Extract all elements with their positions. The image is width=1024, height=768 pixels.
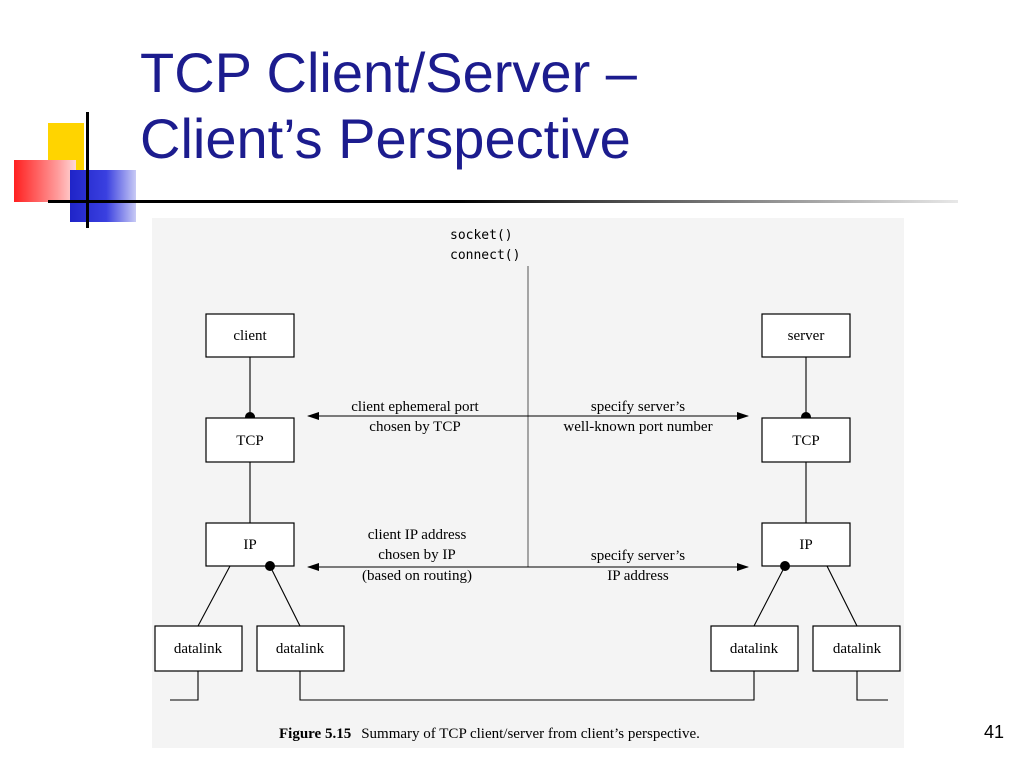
server-datalink-box-2 bbox=[812, 625, 901, 672]
server-datalink-label-1: datalink bbox=[730, 641, 779, 657]
server-ip-to-datalink2-line bbox=[826, 565, 858, 627]
figure-5-15: socket() connect() client TCP IP datalin… bbox=[152, 218, 904, 748]
slide-title: TCP Client/Server – Client’s Perspective bbox=[140, 40, 637, 172]
title-underline bbox=[48, 200, 958, 203]
decor-vertical-line bbox=[86, 112, 89, 228]
slide-title-line-1: TCP Client/Server – bbox=[140, 41, 637, 104]
server-ip-label-1: specify server’s bbox=[591, 548, 685, 564]
server-ip-label-2: IP address bbox=[607, 568, 669, 584]
client-ip-label-2: chosen by IP bbox=[378, 547, 456, 563]
figure-caption-label: Figure 5.15 bbox=[279, 726, 351, 742]
slide-page-number: 41 bbox=[983, 722, 1004, 742]
client-datalink-label-1: datalink bbox=[174, 641, 223, 657]
client-box bbox=[205, 313, 295, 358]
decor-blue-square bbox=[70, 170, 136, 222]
network-wire bbox=[299, 671, 755, 701]
server-box-label: server bbox=[788, 328, 825, 344]
server-ip-dot bbox=[780, 561, 790, 571]
client-datalink-label-2: datalink bbox=[276, 641, 325, 657]
slide-title-line-2: Client’s Perspective bbox=[140, 107, 631, 170]
client-ip-label-3: (based on routing) bbox=[362, 568, 472, 584]
server-datalink-box-1 bbox=[710, 625, 799, 672]
client-tcp-label: TCP bbox=[236, 433, 264, 449]
tcp-client-server-diagram: socket() connect() client TCP IP datalin… bbox=[154, 228, 901, 742]
server-ip-box bbox=[761, 522, 851, 567]
client-ip-dot bbox=[265, 561, 275, 571]
socket-call-label: socket() bbox=[450, 228, 513, 243]
server-ip-to-datalink1-line bbox=[753, 565, 786, 627]
server-tcp-label: TCP bbox=[792, 433, 820, 449]
client-port-label-2: chosen by TCP bbox=[369, 419, 460, 435]
client-datalink-box-2 bbox=[256, 625, 345, 672]
figure-caption: Figure 5.15 Summary of TCP client/server … bbox=[279, 726, 700, 742]
client-datalink1-wire bbox=[170, 671, 199, 701]
client-box-label: client bbox=[233, 328, 267, 344]
client-ip-to-datalink1-line bbox=[197, 565, 231, 627]
server-port-label-2: well-known port number bbox=[563, 419, 712, 435]
server-tcp-box bbox=[761, 417, 851, 463]
client-ip-to-datalink2-line bbox=[269, 565, 301, 627]
server-ip-label: IP bbox=[799, 537, 812, 553]
server-datalink2-wire bbox=[856, 671, 888, 701]
decor-red-square bbox=[14, 160, 76, 202]
figure-caption-text: Summary of TCP client/server from client… bbox=[361, 726, 700, 742]
server-port-label-1: specify server’s bbox=[591, 399, 685, 415]
client-ip-box bbox=[205, 522, 295, 567]
client-ip-label: IP bbox=[243, 537, 256, 553]
connect-call-label: connect() bbox=[450, 248, 520, 263]
client-port-label-1: client ephemeral port bbox=[351, 399, 479, 415]
client-ip-label-1: client IP address bbox=[368, 527, 467, 543]
server-datalink-label-2: datalink bbox=[833, 641, 882, 657]
client-tcp-box bbox=[205, 417, 295, 463]
